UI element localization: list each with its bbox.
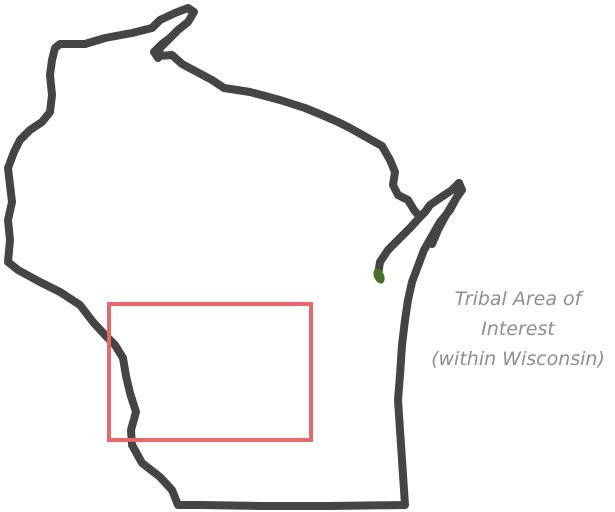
door-peninsula-outline: [428, 179, 466, 248]
green-bay-shoreline: [374, 213, 424, 279]
tribal-area-marker: [373, 268, 385, 284]
tribal-area-label-line-3: (within Wisconsin): [431, 348, 605, 370]
northern-tip-outline: [150, 34, 174, 62]
area-of-interest-box: [107, 302, 313, 442]
wisconsin-state-outline: [4, 4, 463, 510]
tribal-area-label-line-2: Interest: [481, 318, 555, 340]
tribal-area-label: Tribal Area of Interest (within Wisconsi…: [418, 284, 615, 374]
tribal-area-label-line-1: Tribal Area of: [454, 288, 582, 310]
